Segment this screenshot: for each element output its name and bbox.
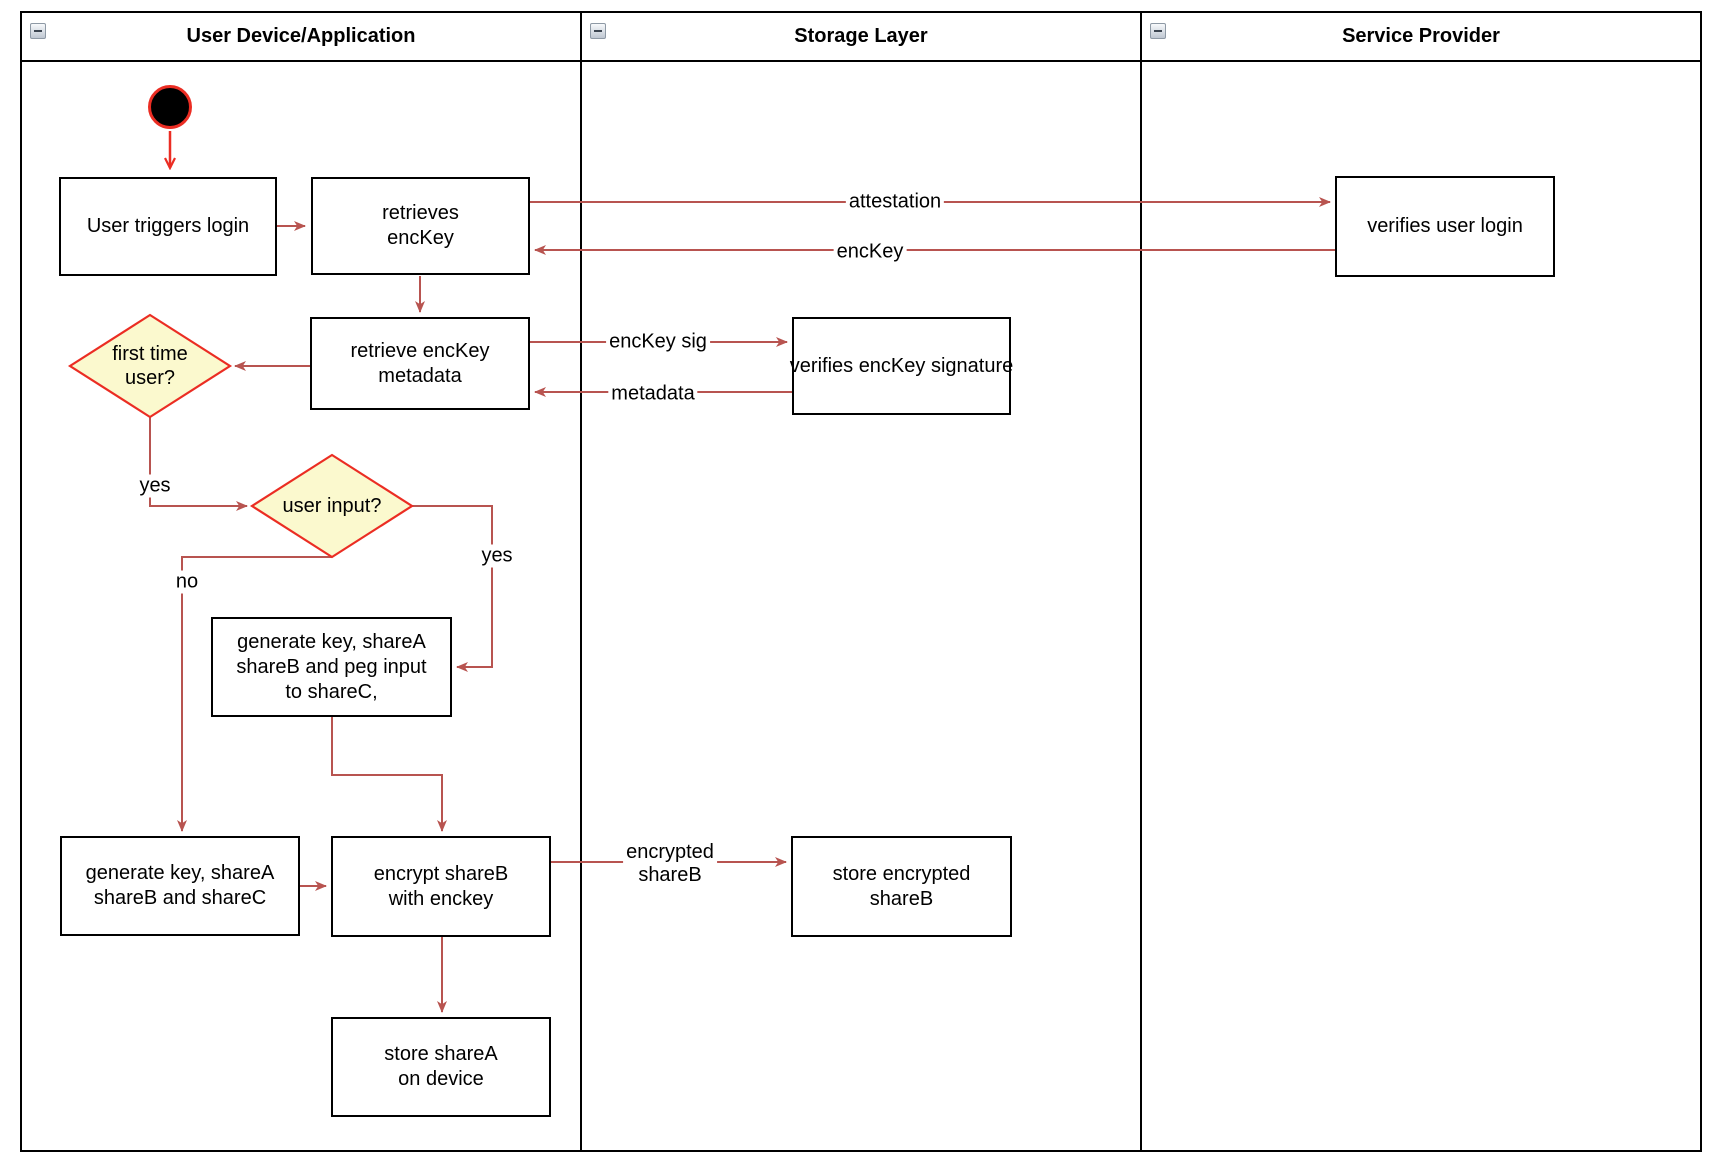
edge-label-enckey[interactable]: encKey xyxy=(833,240,907,264)
node-verifies-user-login[interactable]: verifies user login xyxy=(1335,176,1555,277)
node-retrieves-enckey[interactable]: retrieves encKey xyxy=(311,177,530,275)
start-node[interactable] xyxy=(148,85,192,129)
decision-first-time-user[interactable] xyxy=(67,313,233,419)
edge-label-first-time-yes[interactable]: yes xyxy=(136,474,174,498)
lane-header-storage-layer[interactable]: Storage Layer xyxy=(582,13,1140,60)
lane-divider-2 xyxy=(1140,13,1142,1150)
edge-label-user-input-yes[interactable]: yes xyxy=(478,544,516,568)
edge-userinput-yes[interactable] xyxy=(412,505,493,672)
minus-icon xyxy=(34,30,42,32)
minus-icon xyxy=(594,30,602,32)
edge-label-enckey-sig[interactable]: encKey sig xyxy=(606,330,710,354)
node-retrieve-enckey-metadata[interactable]: retrieve encKey metadata xyxy=(310,317,530,410)
edge-label-user-input-no[interactable]: no xyxy=(172,570,202,594)
collapse-button-user-device[interactable] xyxy=(30,23,46,39)
node-store-encrypted-shareb[interactable]: store encrypted shareB xyxy=(791,836,1012,937)
decision-label-user-input: user input? xyxy=(282,495,382,517)
node-generate-key-peg-input[interactable]: generate key, shareA shareB and peg inpu… xyxy=(211,617,452,717)
lane-header-user-device[interactable]: User Device/Application xyxy=(22,13,580,60)
collapse-button-service-provider[interactable] xyxy=(1150,23,1166,39)
node-verifies-enckey-signature[interactable]: verifies encKey signature xyxy=(790,317,1013,415)
edge-label-attestation[interactable]: attestation xyxy=(845,190,945,214)
lane-header-divider xyxy=(22,60,1700,62)
minus-icon xyxy=(1154,30,1162,32)
lane-title-service-provider: Service Provider xyxy=(1342,25,1500,47)
edge-label-metadata[interactable]: metadata xyxy=(608,382,698,406)
edge-label-encrypted-shareb[interactable]: encrypted shareB xyxy=(623,841,717,887)
decision-user-input[interactable] xyxy=(249,453,415,559)
node-encrypt-shareb[interactable]: encrypt shareB with enckey xyxy=(331,836,551,937)
lane-title-storage-layer: Storage Layer xyxy=(794,25,928,47)
edge-peg-to-encrypt[interactable] xyxy=(331,717,447,832)
node-generate-key-sharec[interactable]: generate key, shareA shareB and shareC xyxy=(60,836,300,936)
collapse-button-storage-layer[interactable] xyxy=(590,23,606,39)
node-store-sharea[interactable]: store shareA on device xyxy=(331,1017,551,1117)
lane-divider-1 xyxy=(580,13,582,1150)
lane-header-service-provider[interactable]: Service Provider xyxy=(1142,13,1700,60)
decision-label-first-time-user: first time user? xyxy=(112,343,188,389)
lane-title-user-device: User Device/Application xyxy=(186,25,416,47)
edge-firsttime-yes[interactable] xyxy=(149,417,248,511)
node-user-triggers-login[interactable]: User triggers login xyxy=(59,177,277,276)
edge-userinput-no[interactable] xyxy=(177,556,332,832)
